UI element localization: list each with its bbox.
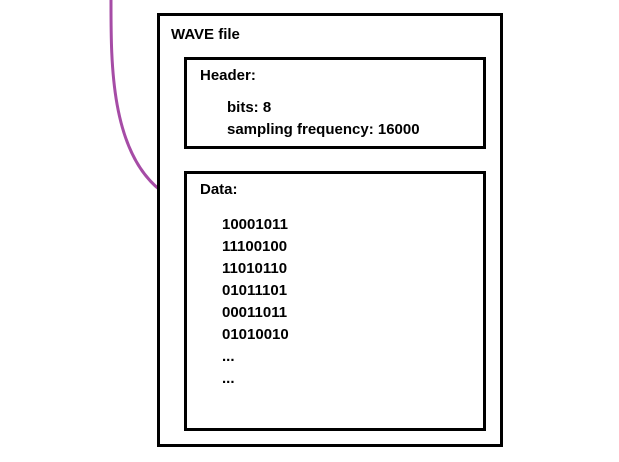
wave-file-title: WAVE file xyxy=(171,26,240,43)
header-field-bits: bits: 8 xyxy=(227,99,272,116)
data-value: 00011011 xyxy=(222,304,288,321)
data-value: 11010110 xyxy=(222,260,288,277)
header-title: Header: xyxy=(200,67,256,84)
data-box xyxy=(184,171,486,431)
data-value-ellipsis: ... xyxy=(222,348,235,365)
header-field-sampling-frequency: sampling frequency: 16000 xyxy=(227,121,420,138)
data-title: Data: xyxy=(200,181,238,198)
data-value: 11100100 xyxy=(222,238,288,255)
data-value-ellipsis: ... xyxy=(222,370,235,387)
header-box xyxy=(184,57,486,149)
data-value: 10001011 xyxy=(222,216,288,233)
data-value: 01010010 xyxy=(222,326,289,343)
data-values-list: 10001011 11100100 11010110 01011101 0001… xyxy=(222,214,289,390)
data-value: 01011101 xyxy=(222,282,288,299)
